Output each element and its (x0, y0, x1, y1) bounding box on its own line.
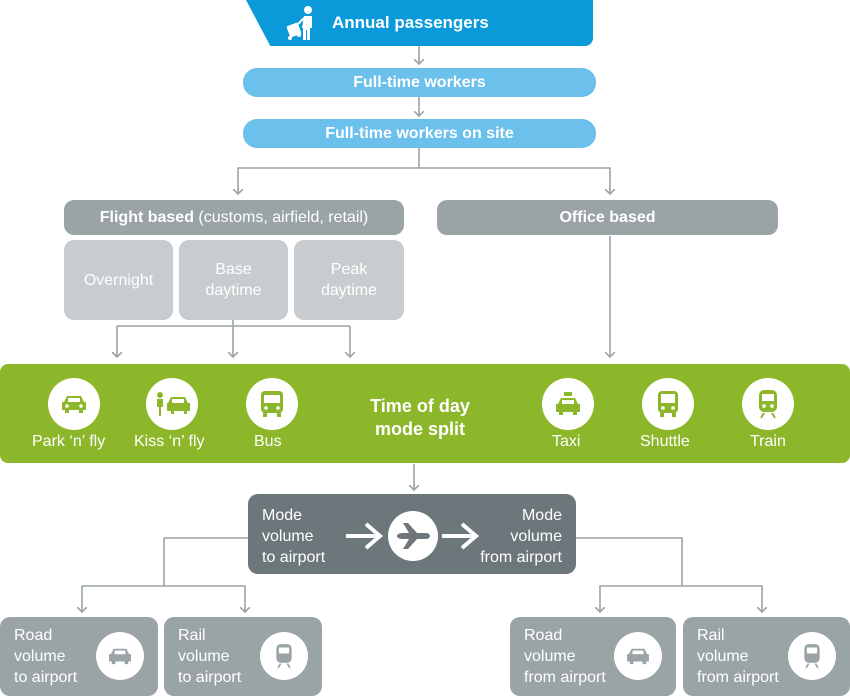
car-icon (48, 378, 100, 430)
mode-split-title: Time of day mode split (370, 396, 470, 439)
train-icon (788, 632, 836, 680)
annual-passengers-label: Annual passengers (332, 13, 489, 32)
office-based-box: Office based (437, 200, 778, 235)
shift-peak-daytime: Peak daytime (294, 240, 404, 320)
car-icon (96, 632, 144, 680)
mode-kiss-n-fly-label: Kiss ‘n’ fly (134, 433, 205, 450)
flight-based-label: Flight based (99, 208, 194, 226)
mode-park-n-fly-label: Park ‘n’ fly (32, 433, 106, 450)
dropoff-icon (146, 378, 198, 430)
road-volume-from-airport-label: Road volume from airport (524, 627, 606, 686)
mode-train-label: Train (750, 433, 786, 450)
mode-shuttle-label: Shuttle (640, 433, 690, 450)
road-volume-to-airport-label: Road volume to airport (14, 627, 78, 686)
train-icon (260, 632, 308, 680)
train-icon (742, 378, 794, 430)
mode-split-bar (0, 364, 850, 463)
arrow-right-icon (440, 520, 480, 557)
rail-volume-from-airport-label: Rail volume from airport (697, 627, 779, 686)
arrow-right-icon (344, 520, 384, 557)
car-icon (614, 632, 662, 680)
shuttle-icon (642, 378, 694, 430)
full-time-workers-box: Full-time workers (243, 68, 596, 97)
full-time-workers-on-site-box: Full-time workers on site (243, 119, 596, 148)
passenger-luggage-icon (282, 4, 318, 42)
rail-volume-to-airport-label: Rail volume to airport (178, 627, 242, 686)
mode-taxi-label: Taxi (552, 433, 581, 450)
flight-based-box: Flight based (customs, airfield, retail) (64, 200, 404, 235)
mode-volume-to-airport-label: Mode volume to airport (262, 507, 326, 566)
shift-base-daytime: Base daytime (179, 240, 288, 320)
taxi-icon (542, 378, 594, 430)
shift-overnight: Overnight (64, 240, 173, 320)
airplane-icon (388, 511, 438, 561)
flight-based-detail: (customs, airfield, retail) (193, 208, 369, 226)
mode-volume-from-airport-label: Mode volume from airport (480, 507, 562, 566)
bus-icon (246, 378, 298, 430)
mode-bus-label: Bus (254, 433, 282, 450)
